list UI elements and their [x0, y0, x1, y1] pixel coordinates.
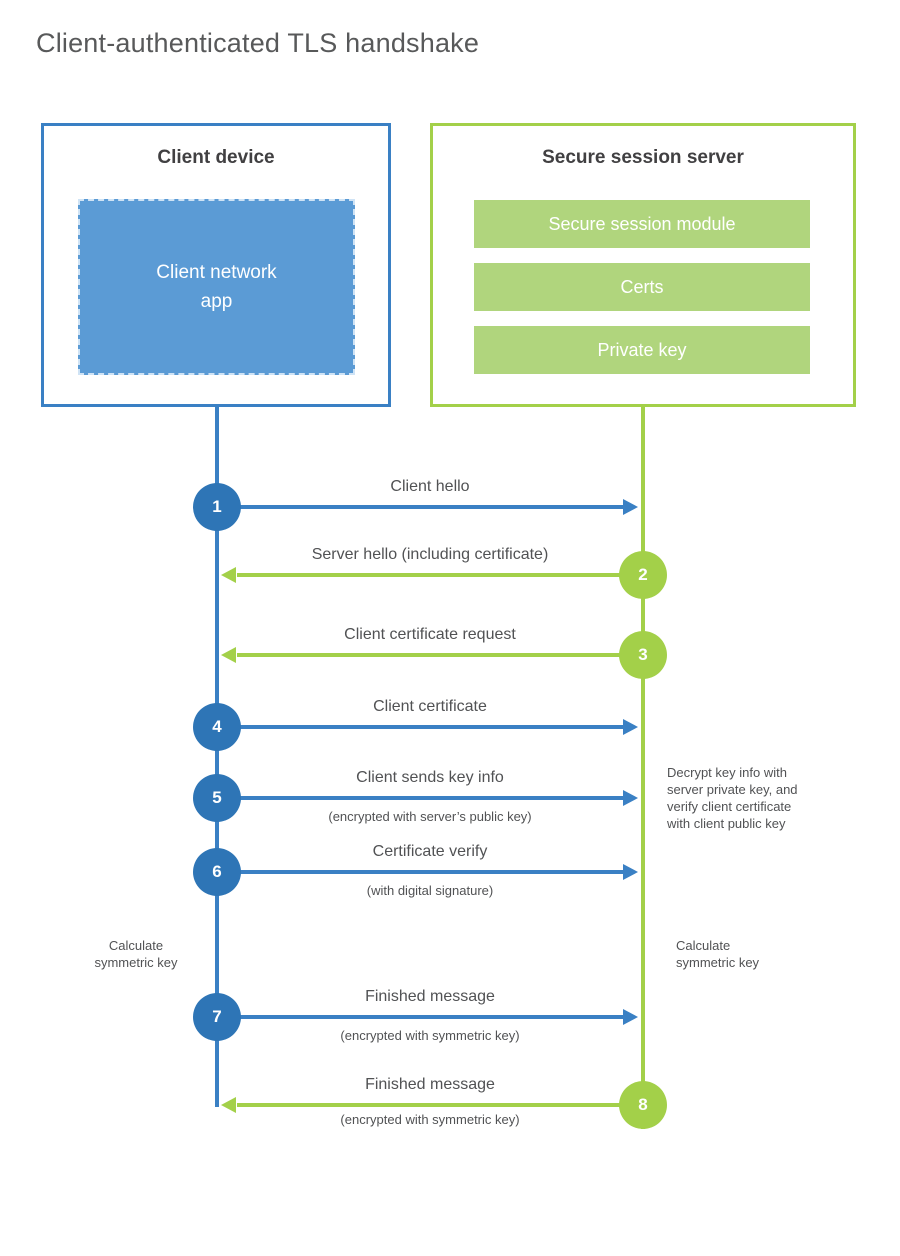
message-arrow-line: [237, 573, 644, 577]
server-module-private-key: Private key: [474, 326, 810, 374]
arrowhead-left-icon: [221, 567, 236, 583]
client-lifeline: [215, 407, 219, 1107]
message-arrow-line: [217, 796, 624, 800]
message-arrow-line: [237, 653, 644, 657]
message-label: Finished message: [365, 1076, 495, 1093]
server-lifeline: [641, 407, 645, 1129]
arrowhead-right-icon: [623, 790, 638, 806]
server-module-certs: Certs: [474, 263, 810, 311]
step-7-badge: 7: [193, 993, 241, 1041]
step-4-badge: 4: [193, 703, 241, 751]
decrypt-note: Decrypt key info with server private key…: [667, 765, 798, 831]
message-sublabel: (encrypted with symmetric key): [340, 1028, 520, 1043]
message-arrow-line: [217, 505, 624, 509]
message-arrow-line: [217, 870, 624, 874]
step-8-badge: 8: [619, 1081, 667, 1129]
message-label: Client certificate request: [344, 626, 516, 643]
step-1-badge: 1: [193, 483, 241, 531]
message-label: Certificate verify: [372, 843, 488, 860]
message-sublabel: (encrypted with symmetric key): [340, 1112, 520, 1127]
message-label: Finished message: [365, 988, 495, 1005]
arrowhead-right-icon: [623, 1009, 638, 1025]
step-6-badge: 6: [193, 848, 241, 896]
message-label: Client certificate: [373, 698, 487, 715]
calc-symmetric-key-note-server: Calculate symmetric key: [676, 938, 760, 970]
step-5-badge: 5: [193, 774, 241, 822]
client-network-app-box: Client network app: [78, 199, 355, 375]
message-arrow-line: [217, 1015, 624, 1019]
server-module-secure-session: Secure session module: [474, 200, 810, 248]
message-label: Client hello: [390, 478, 470, 495]
arrowhead-right-icon: [623, 499, 638, 515]
calc-symmetric-key-note-client: Calculate symmetric key: [94, 938, 178, 970]
message-sublabel: (encrypted with server’s public key): [328, 809, 532, 824]
message-label: Server hello (including certificate): [311, 546, 549, 563]
step-2-badge: 2: [619, 551, 667, 599]
server-heading: Secure session server: [542, 147, 744, 168]
step-3-badge: 3: [619, 631, 667, 679]
client-device-heading: Client device: [157, 147, 275, 168]
arrowhead-left-icon: [221, 1097, 236, 1113]
page-title: Client-authenticated TLS handshake: [36, 28, 480, 58]
arrowhead-right-icon: [623, 719, 638, 735]
message-sublabel: (with digital signature): [366, 883, 494, 898]
message-label: Client sends key info: [356, 769, 504, 786]
arrowhead-left-icon: [221, 647, 236, 663]
message-arrow-line: [217, 725, 624, 729]
arrowhead-right-icon: [623, 864, 638, 880]
message-arrow-line: [237, 1103, 644, 1107]
